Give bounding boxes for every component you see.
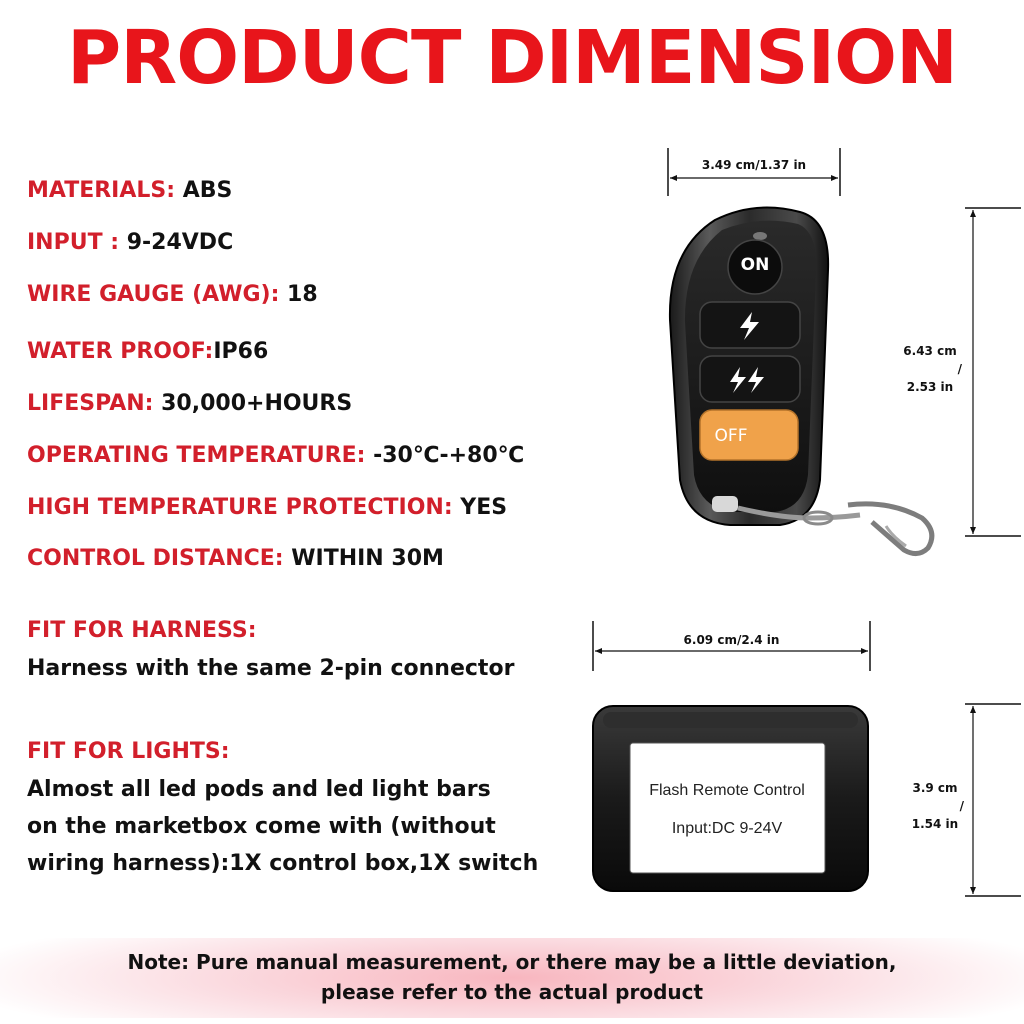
remote-height-cm: 6.43 cm [903, 344, 957, 358]
lights-line-2: on the marketbox come with (without [27, 814, 496, 839]
box-label-line-2: Input:DC 9-24V [671, 820, 783, 837]
box-height-cm: 3.9 cm [912, 781, 958, 795]
note-line-2: please refer to the actual product [320, 980, 704, 1004]
lights-heading: FIT FOR LIGHTS: [27, 739, 230, 764]
box-width-dimension [592, 621, 871, 671]
harness-heading: FIT FOR HARNESS: [27, 618, 257, 643]
spec-materials: MATERIALS: ABS [27, 178, 233, 203]
spec-control-distance: CONTROL DISTANCE: WITHIN 30M [27, 546, 444, 571]
lights-line-1: Almost all led pods and led light bars [27, 777, 491, 802]
harness-text: Harness with the same 2-pin connector [27, 656, 515, 681]
lights-line-3: wiring harness):1X control box,1X switch [27, 851, 539, 876]
spec-operating-temperature: OPERATING TEMPERATURE: -30℃-+80℃ [27, 443, 525, 468]
note-banner [0, 938, 1024, 1018]
box-height-sep: / [959, 799, 964, 813]
remote-width-label: 3.49 cm/1.37 in [701, 158, 807, 172]
spec-input: INPUT : 9-24VDC [27, 230, 234, 255]
remote-height-sep: / [957, 362, 962, 376]
spec-water-proof: WATER PROOF:IP66 [27, 339, 269, 364]
remote-height-dimension [965, 207, 1021, 537]
box-height-dimension [965, 703, 1021, 897]
spec-wire-gauge: WIRE GAUGE (AWG): 18 [27, 282, 318, 307]
page-title: PRODUCT DIMENSION [67, 15, 958, 101]
remote-fob-image [668, 206, 935, 556]
remote-width-dimension [667, 148, 841, 196]
box-label-line-1: Flash Remote Control [649, 782, 805, 799]
box-width-label: 6.09 cm/2.4 in [683, 633, 780, 647]
button-off-label: OFF [714, 426, 748, 446]
note-line-1: Note: Pure manual measurement, or there … [127, 950, 897, 974]
spec-lifespan: LIFESPAN: 30,000+HOURS [27, 391, 353, 416]
remote-height-in: 2.53 in [906, 380, 954, 394]
spec-high-temp-protection: HIGH TEMPERATURE PROTECTION: YES [27, 495, 508, 520]
box-height-in: 1.54 in [911, 817, 959, 831]
control-box-image [592, 705, 869, 892]
button-on-label: ON [740, 255, 770, 275]
